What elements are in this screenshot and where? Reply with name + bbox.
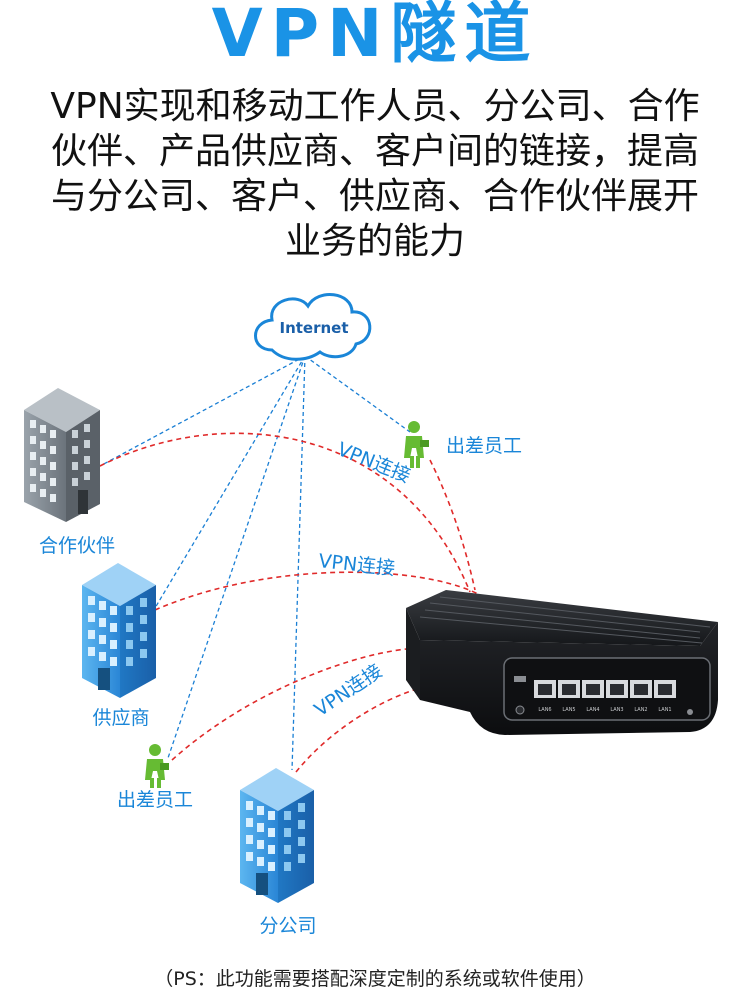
- internet-cloud-icon: Internet: [254, 293, 372, 361]
- vpn-link-traveler-top: [429, 459, 476, 591]
- branch-building-icon: [240, 768, 314, 903]
- lan-port-label: LAN3: [610, 707, 623, 713]
- lan-port-label: LAN1: [658, 707, 671, 713]
- lan-port-label: LAN6: [538, 707, 551, 713]
- internet-links: [99, 355, 411, 771]
- lan-port-group: [534, 680, 676, 698]
- internet-link-traveler-bottom: [167, 355, 306, 759]
- partner-label: 合作伙伴: [39, 535, 115, 557]
- description: VPN实现和移动工作人员、分公司、合作 伙伴、产品供应商、客户间的链接，提高 与…: [0, 84, 750, 264]
- internet-link-supplier: [154, 355, 306, 609]
- traveler-top-label: 出差员工: [446, 435, 522, 457]
- vpn-links: [99, 432, 479, 773]
- traveler-bottom-person-icon: [145, 744, 169, 788]
- traveler-bottom-label: 出差员工: [117, 789, 193, 811]
- supplier-building-icon: [82, 563, 156, 698]
- vpn-link-traveler-bottom: [171, 647, 421, 761]
- cloud-label: Internet: [279, 319, 348, 337]
- description-line: 伙伴、产品供应商、客户间的链接，提高: [50, 131, 699, 172]
- supplier-label: 供应商: [92, 707, 149, 729]
- partner-building-icon: [24, 388, 100, 522]
- page-title: VPN隧道: [211, 0, 539, 72]
- internet-link-traveler-top: [304, 355, 411, 433]
- lan-port-label: LAN2: [634, 707, 647, 713]
- vpn-link-supplier: [154, 571, 479, 611]
- vpn-label-top: VPN连接: [334, 438, 413, 487]
- lan-port-label: LAN4: [586, 707, 599, 713]
- vpn-label-middle: VPN连接: [317, 550, 396, 580]
- footnote: （PS：此功能需要搭配深度定制的系统或软件使用）: [154, 968, 596, 990]
- vpn-link-branch: [295, 687, 421, 773]
- vpn-link-partner: [99, 432, 471, 593]
- description-line: 与分公司、客户、供应商、合作伙伴展开: [50, 176, 699, 217]
- vpn-label-bottom: VPN连接: [310, 660, 386, 721]
- lan-port-label: LAN5: [562, 707, 575, 713]
- branch-label: 分公司: [259, 915, 316, 937]
- traveler-top-person-icon: [404, 421, 429, 468]
- description-line: 业务的能力: [284, 221, 465, 262]
- internet-link-branch: [291, 355, 306, 771]
- router-device-icon: LAN6 LAN5 LAN4 LAN3 LAN2 LAN1: [406, 590, 718, 735]
- description-line: VPN实现和移动工作人员、分公司、合作: [50, 86, 700, 127]
- internet-link-partner: [99, 355, 306, 467]
